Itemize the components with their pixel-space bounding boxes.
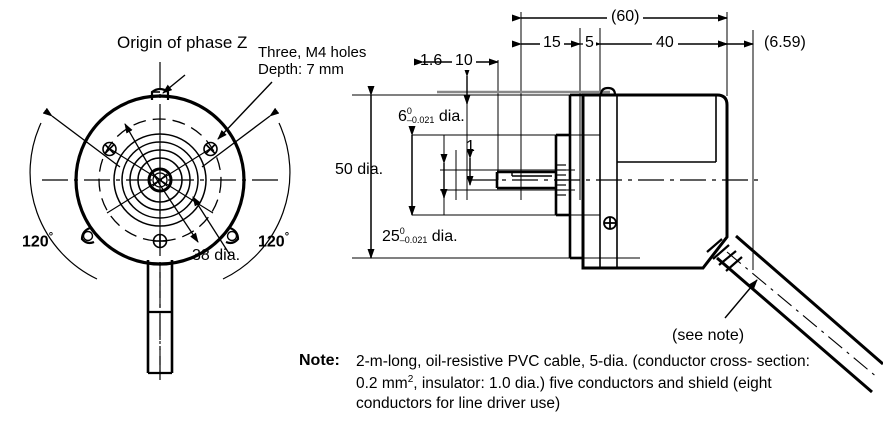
note-body: 2-m-long, oil-resistive PVC cable, 5-dia… (356, 352, 816, 415)
angle-left-label: 120° (22, 231, 53, 252)
m4-holes-line2: Depth: 7 mm (258, 61, 344, 79)
angle-right-label: 120° (258, 231, 289, 252)
note-line-2a: section: 0.2 mm (356, 353, 810, 392)
side-view-geometry (352, 12, 883, 394)
shaft-dia-suffix: dia. (438, 108, 465, 126)
note-label: Note: (299, 352, 340, 369)
shaft-dia-tol-lower: –0.021 (406, 115, 435, 125)
dim-shaft-flat: 1 (466, 138, 475, 155)
degree-symbol-left: ° (48, 231, 54, 243)
m4-holes-line1: Three, M4 holes (258, 44, 367, 61)
shaft-dia-tol-upper: 0 (406, 106, 412, 116)
angle-right-value: 120 (258, 233, 285, 251)
dim-cable-projection: (6.59) (764, 34, 806, 51)
degree-symbol-right: ° (284, 231, 290, 243)
dim-body-length: 40 (652, 34, 678, 53)
pilot-dia-suffix: dia. (431, 228, 458, 246)
angle-left-value: 120 (22, 233, 49, 251)
note-line-3: (eight conductors for line driver use) (356, 374, 772, 413)
dim-flange-to-face: 15 (540, 34, 564, 53)
shaft-dia-value: 6 (398, 108, 407, 126)
pilot-dia-value: 25 (382, 228, 400, 246)
dim-step: 5 (583, 34, 596, 53)
dim-overall-length: (60) (607, 8, 644, 27)
note-line-2b: , insulator: 1.0 dia.) five conductors a… (413, 374, 729, 392)
origin-of-phase-z-label: Origin of phase Z (117, 33, 248, 52)
bolt-circle-dia-label: 38 dia. (192, 247, 241, 264)
shaft-dia-tolerance: 0–0.021 (407, 107, 435, 125)
pilot-dia-tol-lower: –0.021 (399, 235, 428, 245)
note-superscript-2: 2 (407, 373, 414, 385)
m4-holes-label: Three, M4 holes Depth: 7 mm (258, 44, 366, 79)
see-note-label: (see note) (672, 327, 745, 344)
dim-flange-thickness: 1.6 (420, 52, 443, 69)
pilot-dia-tol-upper: 0 (399, 226, 405, 236)
dim-shaft-length: 10 (452, 52, 476, 71)
note-line-1: 2-m-long, oil-resistive PVC cable, 5-dia… (356, 353, 753, 370)
front-view-geometry (29, 62, 291, 380)
pilot-dia-tolerance: 0–0.021 (400, 227, 428, 245)
dim-body-diameter: 50 dia. (335, 161, 384, 178)
